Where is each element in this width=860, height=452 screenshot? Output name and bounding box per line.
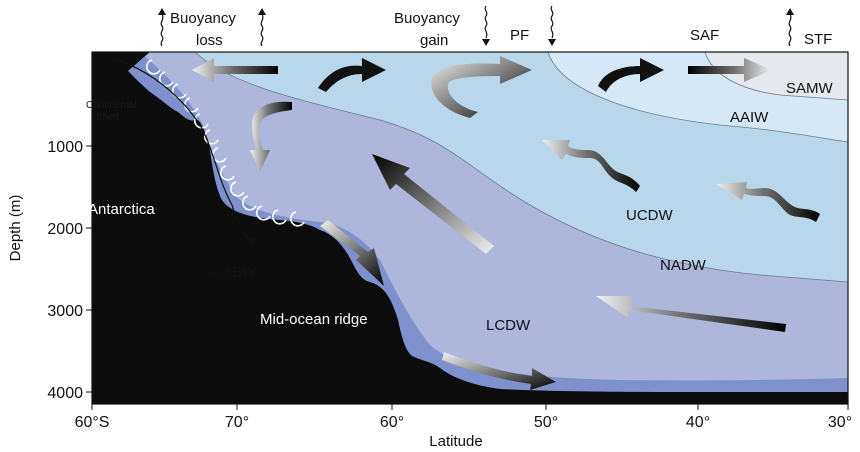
x-axis: 60°S 70° 60° 50° 40° 30° Latitude — [75, 404, 852, 450]
antarctica-label: Antarctica — [88, 201, 155, 218]
x-tick-60: 60° — [380, 414, 404, 431]
surface-arrow-east-2 — [598, 58, 664, 92]
flow-arrows — [192, 56, 820, 390]
ucdw-wavy-arrow-2 — [716, 182, 820, 222]
nadw-label: NADW — [660, 257, 707, 274]
bottom-arrow — [442, 352, 556, 390]
wavy-down-arrow-1 — [484, 5, 488, 39]
y-axis-title: Depth (m) — [7, 195, 24, 262]
y-tick-2000: 2000 — [47, 221, 83, 238]
surface-arrow-hook — [431, 56, 532, 118]
stf-label: STF — [804, 31, 832, 48]
buoyancy-gain-label-2: gain — [420, 32, 448, 49]
aaiw-label: AAIW — [730, 109, 769, 126]
y-tick-4000: 4000 — [47, 385, 83, 402]
wavy-up-arrow-1 — [160, 13, 164, 47]
top-forcing-symbols — [158, 5, 794, 47]
x-tick-60s: 60°S — [75, 414, 110, 431]
continental-shelf-label-1: Continental — [86, 100, 137, 111]
antarctica-landmass — [92, 52, 848, 404]
buoyancy-loss-label-1: Buoyancy — [170, 10, 236, 27]
y-tick-3000: 3000 — [47, 303, 83, 320]
surface-arrow-west — [192, 58, 278, 82]
pf-label: PF — [510, 27, 529, 44]
ucdw-boundary — [194, 51, 849, 283]
lcdw-label: LCDW — [486, 317, 531, 334]
ucdw-wavy-arrow — [542, 140, 640, 192]
x-tick-50: 50° — [534, 414, 558, 431]
x-axis-title: Latitude — [429, 433, 482, 450]
lcdw-upwelling-arrow — [372, 154, 494, 254]
wavy-down-arrow-2 — [550, 5, 554, 39]
y-axis: 1000 2000 3000 4000 Depth (m) — [7, 139, 92, 402]
aabw-flow-line-head — [246, 236, 258, 246]
ucdw-label: UCDW — [626, 207, 673, 224]
x-tick-70: 70° — [225, 414, 249, 431]
x-tick-40: 40° — [686, 414, 710, 431]
buoyancy-gain-label-1: Buoyancy — [394, 10, 460, 27]
wavy-up-arrow-3 — [788, 13, 792, 47]
samw-label: SAMW — [786, 80, 834, 97]
continental-shelf — [92, 52, 150, 95]
aaiw-boundary — [547, 51, 849, 143]
y-tick-1000: 1000 — [47, 139, 83, 156]
downwelling-arrow — [250, 101, 292, 172]
saf-label: SAF — [690, 27, 719, 44]
buoyancy-loss-label-2: loss — [196, 32, 223, 49]
nadw-arrow — [596, 296, 786, 332]
wavy-up-arrow-2 — [260, 13, 264, 47]
surface-arrow-east-1 — [318, 58, 386, 92]
aabw-flow-line — [111, 57, 253, 243]
aabw-label: AABW — [212, 264, 257, 281]
surface-arrow-east-3 — [688, 58, 772, 82]
mid-ocean-ridge-label: Mid-ocean ridge — [260, 311, 368, 328]
ridge-descent-arrow — [320, 220, 384, 286]
x-tick-30: 30° — [828, 414, 852, 431]
samw-boundary — [704, 51, 849, 101]
continental-shelf-label-2: Shelf — [96, 112, 119, 123]
